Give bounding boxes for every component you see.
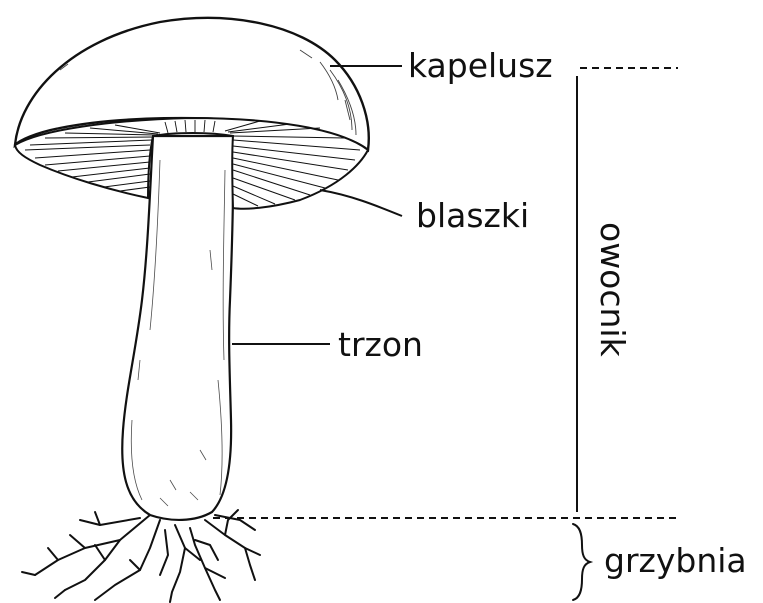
cap-label: kapelusz — [408, 46, 553, 85]
fruiting-body-label: owocnik — [593, 222, 632, 358]
mycelium-brace — [573, 524, 590, 600]
gills-leader-line — [320, 190, 402, 216]
stem-label: trzon — [338, 325, 423, 364]
gills-label: blaszki — [416, 196, 529, 235]
mycelium-illustration — [22, 510, 260, 602]
mycelium-label: grzybnia — [604, 541, 747, 580]
